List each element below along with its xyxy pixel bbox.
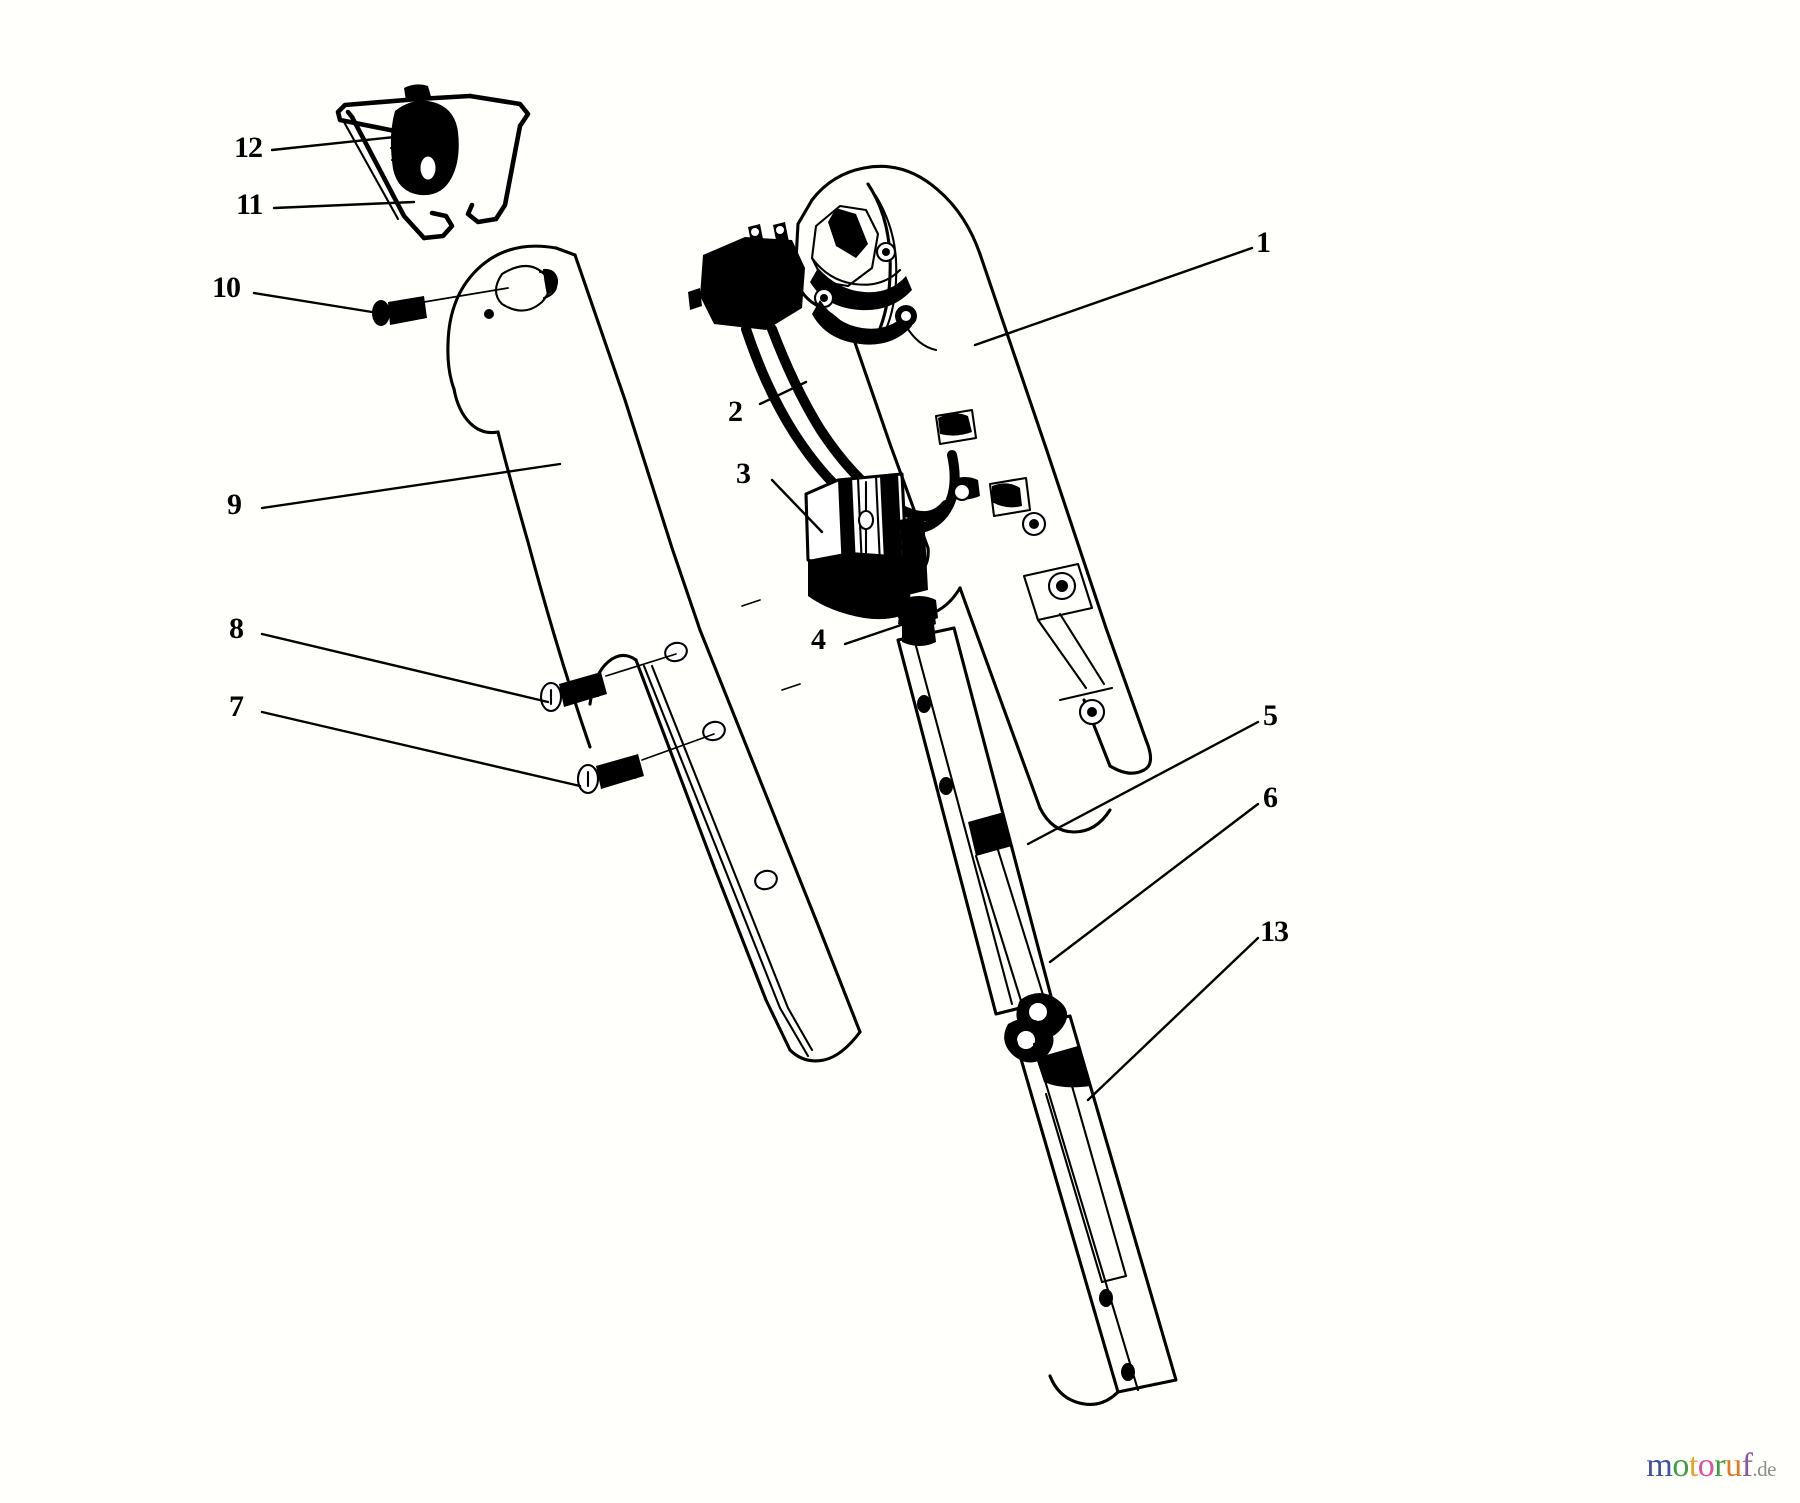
callout-number-6: 6	[1263, 781, 1278, 814]
watermark-letter-m: m	[1646, 1447, 1673, 1484]
callout-number-5: 5	[1263, 699, 1278, 732]
callout-number-3: 3	[736, 457, 751, 490]
screw-lower	[576, 754, 644, 795]
callout-number-1: 1	[1256, 226, 1271, 259]
callout-number-11: 11	[236, 188, 263, 221]
callout-number-13: 13	[1260, 915, 1289, 948]
handle-upper-right-half	[793, 164, 1153, 834]
watermark-letter-t: t	[1688, 1447, 1698, 1484]
callout-number-4: 4	[811, 623, 826, 656]
lower-handle-tube	[1010, 1014, 1178, 1406]
screw-top	[372, 296, 427, 326]
cord-clip	[1004, 993, 1068, 1063]
watermark-letter-r: r	[1714, 1447, 1726, 1484]
callout-number-9: 9	[227, 488, 242, 521]
callout-number-7: 7	[229, 690, 244, 723]
callout-number-12: 12	[234, 131, 263, 164]
site-watermark: motoruf.de	[1646, 1447, 1776, 1485]
watermark-letter-u: u	[1725, 1447, 1742, 1484]
leader-lines	[252, 134, 1260, 1102]
screw-upper	[539, 672, 607, 713]
watermark-letter-f: f	[1741, 1447, 1753, 1484]
callout-number-8: 8	[229, 612, 244, 645]
watermark-suffix: .de	[1752, 1457, 1776, 1481]
wire-clip-assembly	[335, 84, 531, 241]
watermark-letter-o2: o	[1697, 1447, 1715, 1484]
callout-number-2: 2	[728, 395, 743, 428]
watermark-letter-o1: o	[1672, 1447, 1689, 1484]
torsion-spring	[389, 84, 459, 196]
callout-number-10: 10	[212, 271, 241, 304]
